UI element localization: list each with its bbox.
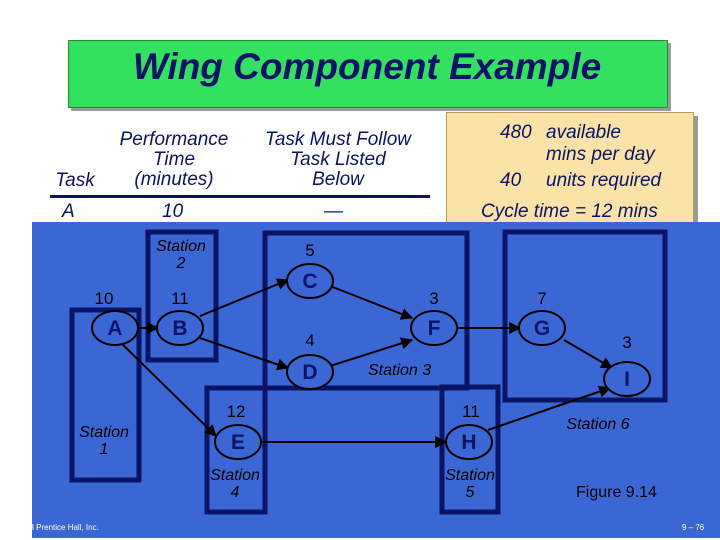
node-c-time: 5 bbox=[305, 241, 315, 260]
node-d-label: D bbox=[302, 361, 318, 384]
station-3-outline bbox=[262, 230, 470, 391]
table-row-time: 10 bbox=[162, 201, 184, 222]
arrow-c-f bbox=[329, 285, 414, 320]
node-b-time: 11 bbox=[171, 289, 189, 308]
node-c-label: C bbox=[302, 270, 318, 293]
node-a-label: A bbox=[107, 317, 123, 340]
station-4-outline bbox=[204, 385, 268, 515]
node-g bbox=[518, 310, 566, 346]
node-g-label: G bbox=[533, 317, 551, 340]
arrow-a-e bbox=[117, 339, 217, 437]
info-cycle-time: Cycle time = 12 mins bbox=[481, 201, 658, 222]
page-number: 9 – 76 bbox=[682, 523, 705, 532]
arrow-d-f bbox=[329, 337, 414, 367]
node-e bbox=[214, 424, 262, 460]
node-h-time: 11 bbox=[462, 402, 480, 421]
table-row-task: A bbox=[62, 201, 75, 222]
node-f-time: 3 bbox=[429, 289, 439, 308]
arrow-b-c bbox=[199, 278, 290, 317]
info-available-label: available bbox=[546, 122, 621, 143]
station-2-outline bbox=[145, 229, 219, 363]
node-i-time: 3 bbox=[622, 333, 632, 352]
arrow-h-i bbox=[487, 385, 612, 431]
info-available-minutes: 480 bbox=[500, 122, 532, 143]
station-6-outline bbox=[502, 229, 668, 403]
station-1-outline bbox=[69, 307, 142, 483]
node-d-time: 4 bbox=[305, 331, 315, 350]
node-f-label: F bbox=[427, 317, 441, 340]
table-header-divider bbox=[50, 195, 430, 198]
node-i-label: I bbox=[624, 368, 630, 391]
node-f bbox=[410, 310, 458, 346]
node-h bbox=[445, 424, 493, 460]
node-g-time: 7 bbox=[537, 289, 547, 308]
info-units-label: units required bbox=[546, 170, 662, 191]
title-banner bbox=[68, 40, 668, 108]
node-b-label: B bbox=[172, 317, 188, 340]
node-e-time: 12 bbox=[226, 402, 246, 421]
info-mins-per-day-label: mins per day bbox=[546, 144, 655, 165]
page-title: Wing Component Example bbox=[132, 46, 602, 87]
station-5-outline bbox=[439, 384, 501, 515]
node-b bbox=[156, 310, 204, 346]
node-e-label: E bbox=[230, 431, 245, 454]
node-d bbox=[286, 354, 334, 390]
table-header-task: Task bbox=[55, 170, 95, 191]
figure-label: Figure 9.14 bbox=[576, 484, 657, 501]
copyright: © 2008 Prentice Hall, Inc. bbox=[8, 523, 99, 532]
station-3-label: Station 3 bbox=[368, 362, 432, 379]
station-6-label: Station 6 bbox=[566, 416, 630, 433]
info-units-required: 40 bbox=[500, 170, 522, 191]
node-a-time: 10 bbox=[94, 289, 114, 308]
node-h-label: H bbox=[461, 431, 477, 454]
arrow-b-d bbox=[199, 337, 290, 371]
node-i bbox=[603, 361, 651, 397]
node-a bbox=[91, 310, 139, 346]
table-row-follow: — bbox=[324, 201, 343, 222]
node-c bbox=[286, 263, 334, 299]
arrow-g-i bbox=[563, 339, 614, 369]
